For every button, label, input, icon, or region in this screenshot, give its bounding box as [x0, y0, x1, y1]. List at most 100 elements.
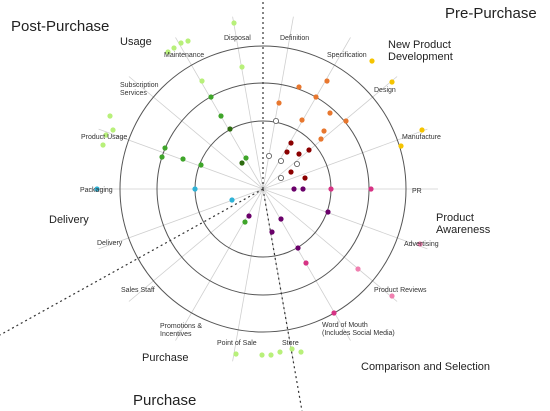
touchpoint-delivery: Delivery — [97, 240, 123, 247]
touchpoint-dot — [159, 154, 165, 160]
touchpoint-design: Design — [374, 87, 396, 94]
touchpoint-definition: Definition — [280, 35, 309, 42]
touchpoint-store: Store — [282, 340, 299, 347]
touchpoint-dot — [277, 174, 284, 181]
touchpoint-dot — [165, 49, 171, 55]
touchpoint-dot — [299, 117, 305, 123]
stage-label-awareness-line2: Awareness — [436, 224, 491, 236]
phase-label-post-purchase: Post-Purchase — [11, 18, 109, 35]
touchpoint-product-usage: Product Usage — [81, 134, 127, 141]
touchpoint-dot — [277, 349, 283, 355]
touchpoint-dot — [243, 155, 249, 161]
touchpoint-dot — [265, 152, 272, 159]
touchpoint-dot — [269, 229, 275, 235]
touchpoint-dot — [296, 84, 302, 90]
touchpoint-packaging: Packaging — [80, 187, 113, 194]
spoke-line — [98, 188, 264, 250]
stage-label-usage: Usage — [120, 36, 152, 48]
touchpoint-product-reviews: Product Reviews — [374, 287, 427, 294]
touchpoint-dot — [171, 45, 177, 51]
touchpoint-advertising: Advertising — [404, 241, 439, 248]
touchpoint-dot — [162, 145, 168, 151]
touchpoint-promotions-line1: Promotions & — [160, 323, 202, 330]
spoke-line — [128, 76, 264, 190]
touchpoint-dot — [192, 186, 198, 192]
touchpoint-dot — [100, 142, 106, 148]
touchpoint-maintenance: Maintenance — [164, 52, 204, 59]
touchpoint-dot — [259, 352, 265, 358]
spoke-line — [262, 188, 428, 250]
touchpoint-dot — [417, 241, 423, 247]
touchpoint-dot — [110, 127, 116, 133]
touchpoint-dot — [218, 113, 224, 119]
touchpoint-dot — [233, 351, 239, 357]
stage-label-delivery: Delivery — [49, 214, 89, 226]
touchpoint-subscription-line2: Services — [120, 90, 147, 97]
stage-label-awareness-line1: Product — [436, 212, 474, 224]
touchpoint-dots — [94, 20, 425, 358]
touchpoint-dot — [288, 140, 294, 146]
touchpoint-dot — [368, 186, 374, 192]
divider-post-purchase — [0, 188, 264, 336]
touchpoint-dot — [288, 169, 294, 175]
spoke-line — [262, 128, 428, 190]
touchpoint-dot — [298, 349, 304, 355]
touchpoint-dot — [321, 128, 327, 134]
touchpoint-dot — [231, 20, 237, 26]
touchpoint-dot — [94, 186, 100, 192]
touchpoint-sales-staff: Sales Staff — [121, 287, 155, 294]
spoke-line — [232, 16, 264, 190]
touchpoint-dot — [313, 94, 319, 100]
touchpoint-dot — [291, 186, 297, 192]
phase-label-purchase: Purchase — [133, 392, 196, 409]
spoke-line — [232, 188, 264, 362]
touchpoint-dot — [369, 58, 375, 64]
spoke-line — [262, 76, 398, 190]
touchpoint-dot — [328, 186, 334, 192]
touchpoint-word-of-mouth-line1: Word of Mouth — [322, 322, 368, 329]
spoke-line — [262, 188, 398, 302]
touchpoint-dot — [306, 147, 312, 153]
touchpoint-dot — [185, 38, 191, 44]
touchpoint-dot — [296, 151, 302, 157]
touchpoint-specification: Specification — [327, 52, 367, 59]
outer-ring — [119, 45, 407, 333]
spoke-line — [262, 37, 351, 190]
touchpoint-dot — [277, 157, 284, 164]
touchpoint-dot — [293, 160, 300, 167]
touchpoint-dot — [389, 79, 395, 85]
phase-label-pre-purchase: Pre-Purchase — [445, 5, 537, 22]
touchpoint-dot — [419, 127, 425, 133]
touchpoint-dot — [289, 346, 295, 352]
touchpoint-dot — [324, 78, 330, 84]
touchpoint-dot — [276, 100, 282, 106]
stage-label-npd-line1: New Product — [388, 39, 451, 51]
touchpoint-dot — [318, 136, 324, 142]
touchpoint-subscription-line1: Subscription — [120, 82, 159, 89]
touchpoint-dot — [389, 293, 395, 299]
touchpoint-dot — [268, 352, 274, 358]
touchpoint-dot — [355, 266, 361, 272]
touchpoint-dot — [227, 126, 233, 132]
spoke-line — [175, 37, 264, 190]
spoke-line — [128, 188, 264, 302]
touchpoint-dot — [198, 162, 204, 168]
stage-label-comparison: Comparison and Selection — [361, 361, 490, 373]
touchpoint-pr: PR — [412, 188, 422, 195]
touchpoint-dot — [103, 132, 109, 138]
stage-label-purchase: Purchase — [142, 352, 188, 364]
touchpoint-dot — [199, 78, 205, 84]
touchpoint-point-of-sale: Point of Sale — [217, 340, 257, 347]
touchpoint-manufacture: Manufacture — [402, 134, 441, 141]
touchpoint-dot — [107, 113, 113, 119]
touchpoint-dot — [229, 197, 235, 203]
touchpoint-dot — [398, 143, 404, 149]
stage-label-npd-line2: Development — [388, 51, 453, 63]
touchpoint-dot — [239, 64, 245, 70]
touchpoint-dot — [242, 219, 248, 225]
touchpoint-dot — [300, 186, 306, 192]
touchpoint-dot — [302, 175, 308, 181]
touchpoint-dot — [284, 149, 290, 155]
touchpoint-dot — [295, 245, 301, 251]
